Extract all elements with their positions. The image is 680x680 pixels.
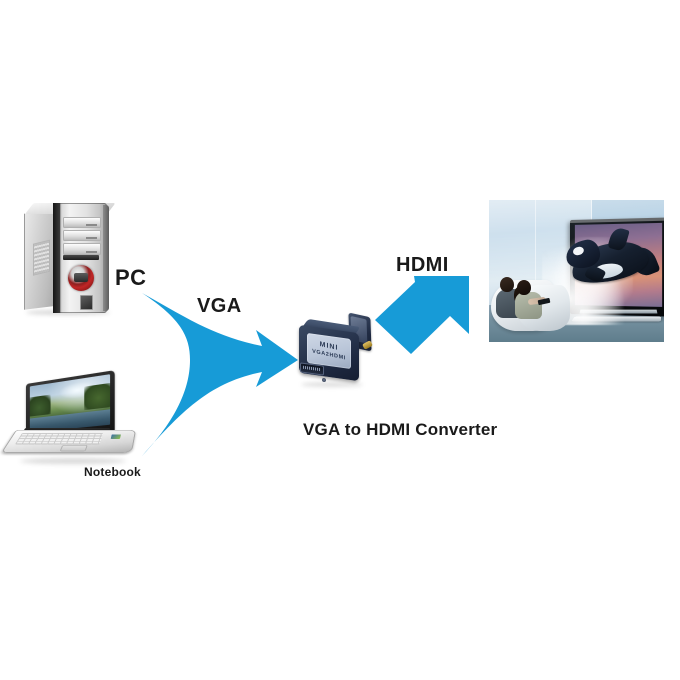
pc-front-accent-strip xyxy=(53,203,60,313)
notebook-label: Notebook xyxy=(84,466,141,478)
converter-caption: VGA to HDMI Converter xyxy=(303,421,497,438)
television-photo xyxy=(489,200,664,342)
vga-label: VGA xyxy=(197,296,242,316)
pc-front-port-panel xyxy=(80,295,93,310)
pc-power-button-inner xyxy=(74,273,88,282)
viewer-woman-head xyxy=(517,280,531,296)
notebook-badge xyxy=(111,434,121,439)
converter-screw xyxy=(322,378,326,383)
notebook-icon xyxy=(16,384,136,464)
pc-drive-bay xyxy=(63,217,101,228)
notebook-keyboard xyxy=(15,433,103,444)
viewer-man-head xyxy=(500,277,514,293)
pc-side-panel xyxy=(24,210,55,310)
notebook-shadow xyxy=(20,458,126,464)
pc-optical-drive xyxy=(63,243,101,255)
pc-vent-grille xyxy=(33,240,50,276)
converter-hdmi-port xyxy=(300,362,324,375)
wallpaper-tree-right xyxy=(84,383,110,411)
viewer-woman-body xyxy=(515,292,541,319)
hdmi-connection-arrow xyxy=(373,274,471,356)
pc-label: PC xyxy=(115,267,146,289)
hdmi-label: HDMI xyxy=(396,255,449,275)
vga-arrow-shape xyxy=(142,293,298,456)
orca-whale-graphic xyxy=(566,227,650,292)
pc-power-button xyxy=(68,265,94,291)
notebook-base xyxy=(1,430,136,453)
pc-drive-slot xyxy=(63,255,99,260)
notebook-touchpad xyxy=(59,445,87,451)
wallpaper-tree-left xyxy=(30,395,51,418)
pc-tower-icon xyxy=(24,203,116,313)
pc-drive-bay xyxy=(63,230,101,241)
notebook-screen xyxy=(30,374,110,432)
pc-right-edge xyxy=(103,205,109,311)
converter-shadow xyxy=(301,382,363,387)
hdmi-arrow-shape xyxy=(375,276,469,354)
